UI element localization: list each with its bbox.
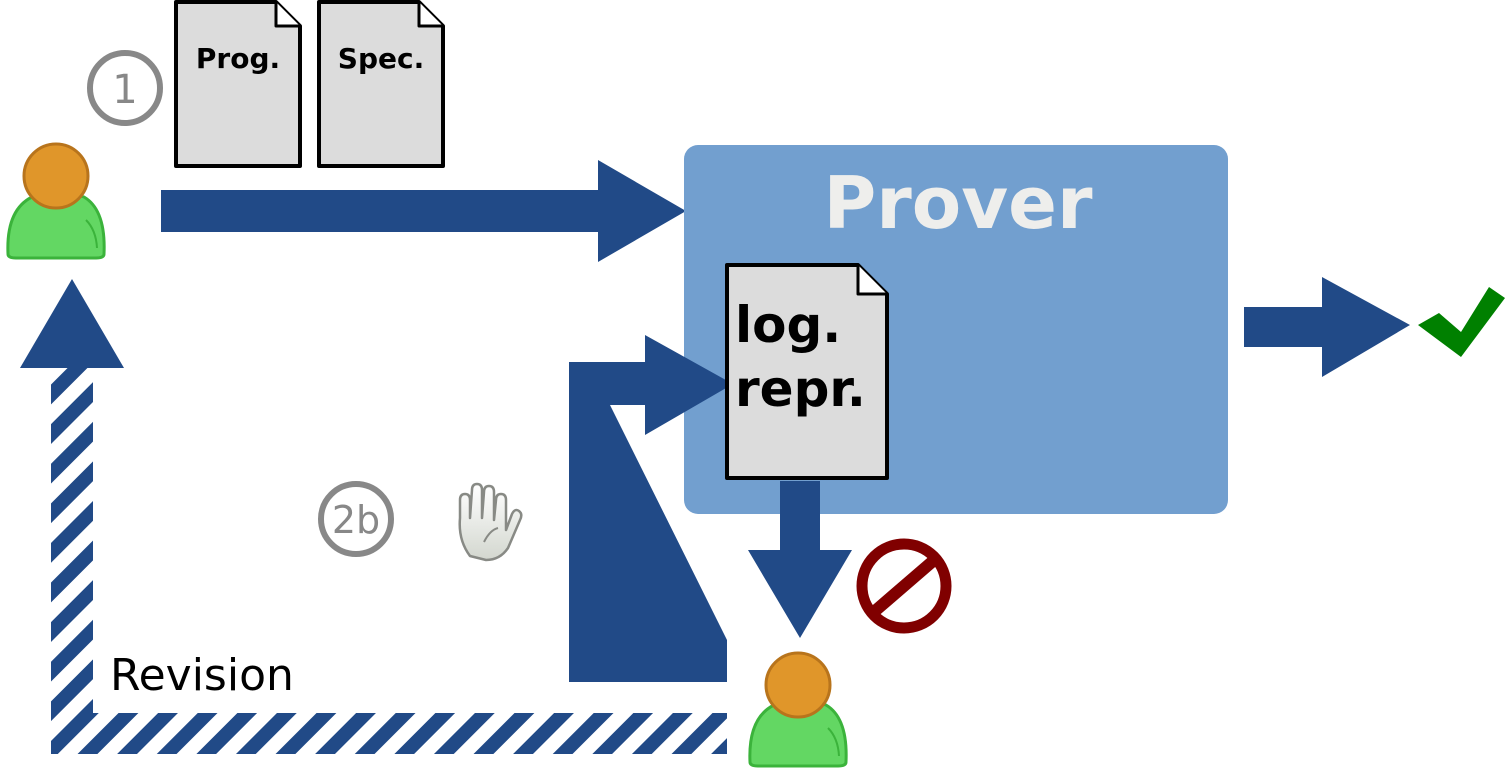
raised-hand-icon [458, 482, 523, 562]
revision-arrow [20, 279, 727, 754]
logical-representation-line-1: log. [735, 296, 841, 354]
user-icon [748, 651, 848, 768]
specification-document: Spec. [317, 0, 445, 168]
logical-representation-document: log. repr. [725, 263, 889, 480]
interaction-arrow-top [569, 362, 645, 405]
step-2b-label: 2b [332, 498, 380, 542]
user-icon [6, 142, 106, 260]
success-arrow [1244, 277, 1410, 377]
step-1-label: 1 [112, 67, 137, 113]
step-2b-badge: 2b [318, 481, 394, 557]
interaction-arrow-bottom [569, 640, 727, 682]
failure-arrow [748, 481, 852, 638]
logical-representation-line-2: repr. [735, 360, 866, 418]
interaction-arrow [610, 335, 733, 640]
program-document-label: Prog. [196, 42, 280, 75]
specification-document-label: Spec. [338, 42, 424, 75]
step-1-badge: 1 [87, 50, 163, 126]
revision-label: Revision [110, 650, 294, 701]
interaction-arrow-base [569, 362, 610, 682]
program-document: Prog. [174, 0, 302, 168]
prohibited-icon [856, 538, 952, 634]
prover-title: Prover [823, 161, 1093, 245]
submit-arrow [161, 160, 686, 262]
checkmark-icon [1418, 287, 1505, 357]
